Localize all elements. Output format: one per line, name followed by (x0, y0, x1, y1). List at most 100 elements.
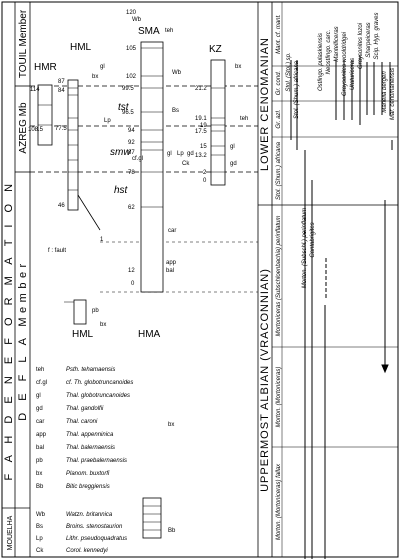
legend-abbr: gl (36, 393, 41, 399)
hml-bottom-block (73, 299, 87, 325)
sma-bed-92: 92 (128, 140, 135, 146)
zone-label-azl: Gr. azl. (276, 109, 282, 128)
marker-bb-hma: Bb (168, 528, 176, 534)
marker-wb-sma-top: Wb (132, 17, 142, 23)
sma-bed-0: 0 (131, 281, 135, 287)
legend-name: Watzn. britannica (66, 512, 113, 518)
taxon-label-mantelliceras: Mantelliceras (334, 26, 340, 61)
sma-bed-62: 62 (128, 205, 135, 211)
legend-abbr: Bs (36, 524, 43, 530)
marker-ck-sma: Ck (182, 161, 190, 167)
kz-column (210, 59, 226, 186)
legend-name: Bitic breggiensis (66, 484, 110, 490)
legend-abbr: teh (36, 367, 44, 373)
section-title-hmr: HMR (34, 62, 57, 73)
marker-teh-kz: teh (240, 116, 248, 122)
systems-tract-smw: smw (110, 147, 131, 158)
member-label-touil: TOUIL Member (18, 9, 29, 78)
sma-bed-99-5: 99.5 (122, 86, 134, 92)
hma-beds (143, 505, 161, 531)
marker-car-sma: car (168, 228, 176, 234)
section-title-kz: KZ (209, 44, 222, 55)
fault-legend: f : fault (48, 248, 66, 254)
taxa-ranges (290, 55, 393, 559)
hml-bed-87: 87 (58, 79, 65, 85)
sma-bed-120: 120 (126, 10, 137, 16)
kz-bed-15: 15 (200, 144, 207, 150)
legend-name: cf. Th. globotruncanoides (66, 380, 133, 386)
section-title-hma: HMA (138, 329, 161, 340)
hml-bed-84: 84 (58, 88, 65, 94)
marker-bal-sma: bal (166, 268, 174, 274)
hmr-bed-114: 114 (30, 87, 40, 93)
zone-label-mortoniceras: Mortoniceras (Subschloenbachia) perinfla… (276, 216, 282, 337)
legend-name: Thal. gandolfii (66, 406, 104, 412)
marker-lp-sma: Lp (177, 151, 184, 157)
kz-bed-2: 2 (203, 170, 207, 176)
taxon-label-pulaskiensis: Ostlingo. pulaskiensis (318, 33, 324, 91)
taxon-label-perinflatum: Morton. (Subschl.) perinflatum (302, 208, 308, 288)
sma-bed-102: 102 (126, 74, 137, 80)
stage-label-cenomanian: LOWER CENOMANIAN (259, 37, 271, 171)
hmr-limestone-beds (38, 104, 52, 126)
legend-abbr: pb (36, 458, 43, 464)
stage-label-albian: UPPERMOST ALBIAN (VRACONNIAN) (259, 268, 271, 492)
marker-cfgl-sma: cf.gl (132, 156, 143, 162)
taxon-label-neostlingo: Neostlingo. carc. (326, 30, 332, 75)
legend-name: Thal. globotruncanoides (66, 393, 130, 399)
marker-bx-hml: bx (92, 74, 98, 80)
formation-label: F A H D E N E F O R M A T I O N (3, 179, 15, 480)
legend-name: Thal. caroni (66, 419, 98, 425)
sma-bed-87: 87 (128, 150, 135, 156)
zone-label-cond: Gr. cond. (276, 71, 282, 95)
marker-app-sma: app (166, 260, 177, 266)
legend-abbr: gd (36, 406, 43, 412)
hml-marl-beds (68, 87, 78, 191)
taxon-label-sharpeiceras: Sharpeiceras (366, 22, 372, 57)
marker-lp-hml: Lp (104, 118, 111, 124)
legend-name: Corol. kennedyi (66, 548, 108, 554)
hml-bed-46: 46 (58, 203, 65, 209)
kz-bed-0: 0 (203, 178, 207, 184)
legend-name: Planom. buxtorfi (66, 471, 110, 477)
marker-gl-sma: gl (167, 151, 172, 157)
legend-abbr: bal (36, 445, 44, 451)
member-label-deflal: D E F L A Member (17, 259, 29, 420)
marker-bx-hma: bx (168, 422, 174, 428)
hml-bed-1: 1 (100, 237, 104, 243)
legend-abbr: app (36, 432, 47, 438)
marker-bx-hml-bottom: pb (92, 308, 99, 314)
sma-bed-78: 78 (128, 170, 135, 176)
marker-bx-kz: bx (235, 64, 241, 70)
hml-bed-77-5: 77.5 (55, 126, 67, 132)
marker-gd-kz: gd (230, 161, 237, 167)
legend-name: Lithr. pseudoquadratus (66, 536, 127, 542)
kz-beds (211, 87, 225, 173)
taxon-label-lozoi: Graysonites lozoi (358, 22, 364, 69)
marker-gd-sma: gd (187, 151, 194, 157)
taxon-label-africana: Stol. (Shum.) africana (294, 60, 300, 119)
taxon-label-cantabrigites: Cantabrigites (310, 222, 316, 257)
kz-bed-17-5: 17.5 (195, 129, 207, 135)
sma-bed-96-5: 96.5 (122, 110, 134, 116)
taxon-label-bergeri: Mariella bergeri (382, 71, 388, 113)
marker-gl-kz: gl (230, 144, 235, 150)
marker-bs-sma: Bs (172, 108, 179, 114)
kz-bed-13-2: 13.2 (195, 153, 207, 159)
legend-abbr: Ck (36, 548, 44, 554)
kz-bed-21-2: 21.2 (195, 86, 207, 92)
zone-label-mantelli: Mant. cf. mant. (276, 14, 282, 54)
section-title-hml-bottom: HML (72, 329, 94, 340)
legend-abbr: Wb (36, 512, 46, 518)
taxon-label-wooldridgei: Graysonites wooldridgei (342, 31, 348, 96)
legend-name: Thal. praebalernaensis (66, 458, 127, 464)
zone-label-mort-mort: Morton. (Mortoniceras) (276, 367, 282, 428)
legend: teh Psth. tehamaensis cf.gl cf. Th. glob… (36, 367, 133, 554)
legend-name: Psth. tehamaensis (66, 367, 115, 373)
sma-bed-94: 94 (128, 128, 135, 134)
legend-name: Thal. balernaensis (66, 445, 115, 451)
sma-column (140, 41, 164, 293)
member-label-mouelha: MOUELHA (7, 515, 14, 550)
hma-column (142, 497, 162, 539)
